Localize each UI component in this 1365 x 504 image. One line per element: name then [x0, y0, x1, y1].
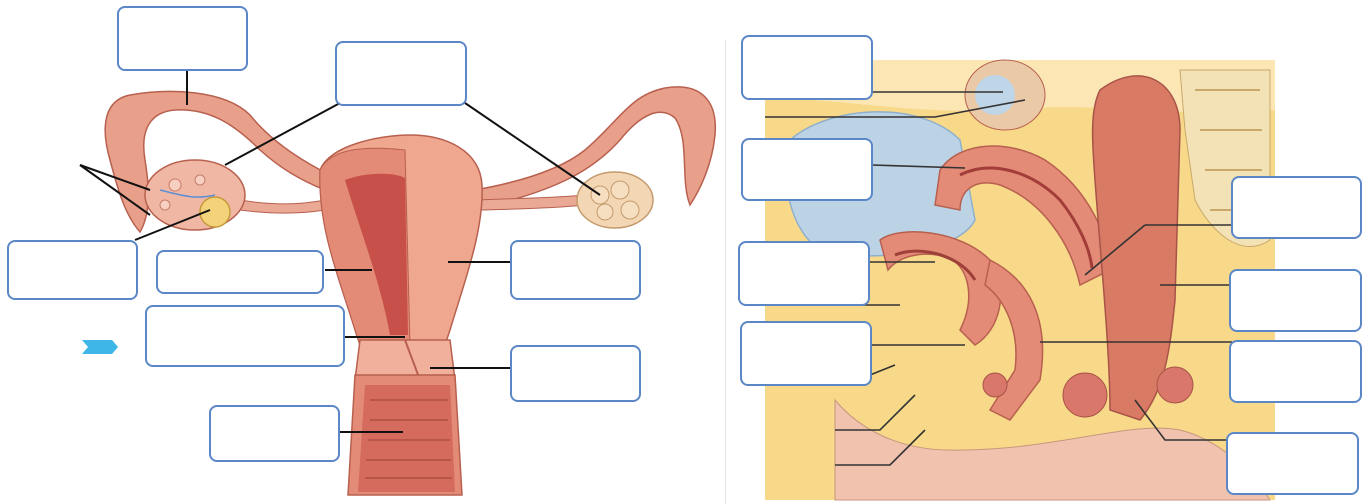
label-box-left-mid[interactable]: [7, 240, 138, 300]
label-box-top[interactable]: [117, 6, 248, 71]
label-box-bottom[interactable]: [209, 405, 340, 462]
label-box-r-right-4[interactable]: [1226, 432, 1359, 495]
label-box-r-third[interactable]: [738, 241, 870, 306]
panel-divider: [725, 40, 726, 504]
label-box-r-right-3[interactable]: [1229, 340, 1362, 403]
label-box-r-fourth[interactable]: [740, 321, 872, 386]
label-box-wall-upper[interactable]: [156, 250, 324, 294]
label-box-right-upper[interactable]: [510, 240, 641, 300]
label-box-right-lower[interactable]: [510, 345, 641, 402]
label-box-r-right-2[interactable]: [1229, 269, 1362, 332]
label-box-r-second[interactable]: [741, 138, 873, 201]
label-box-r-top[interactable]: [741, 35, 873, 100]
right-ovary: [577, 172, 653, 228]
left-ovary: [145, 160, 245, 230]
pointer-arrow-icon: [82, 340, 118, 354]
label-box-top-center[interactable]: [335, 41, 467, 106]
label-box-r-right-1[interactable]: [1231, 176, 1362, 239]
label-box-wall-lower[interactable]: [145, 305, 345, 367]
cervix: [355, 340, 455, 380]
